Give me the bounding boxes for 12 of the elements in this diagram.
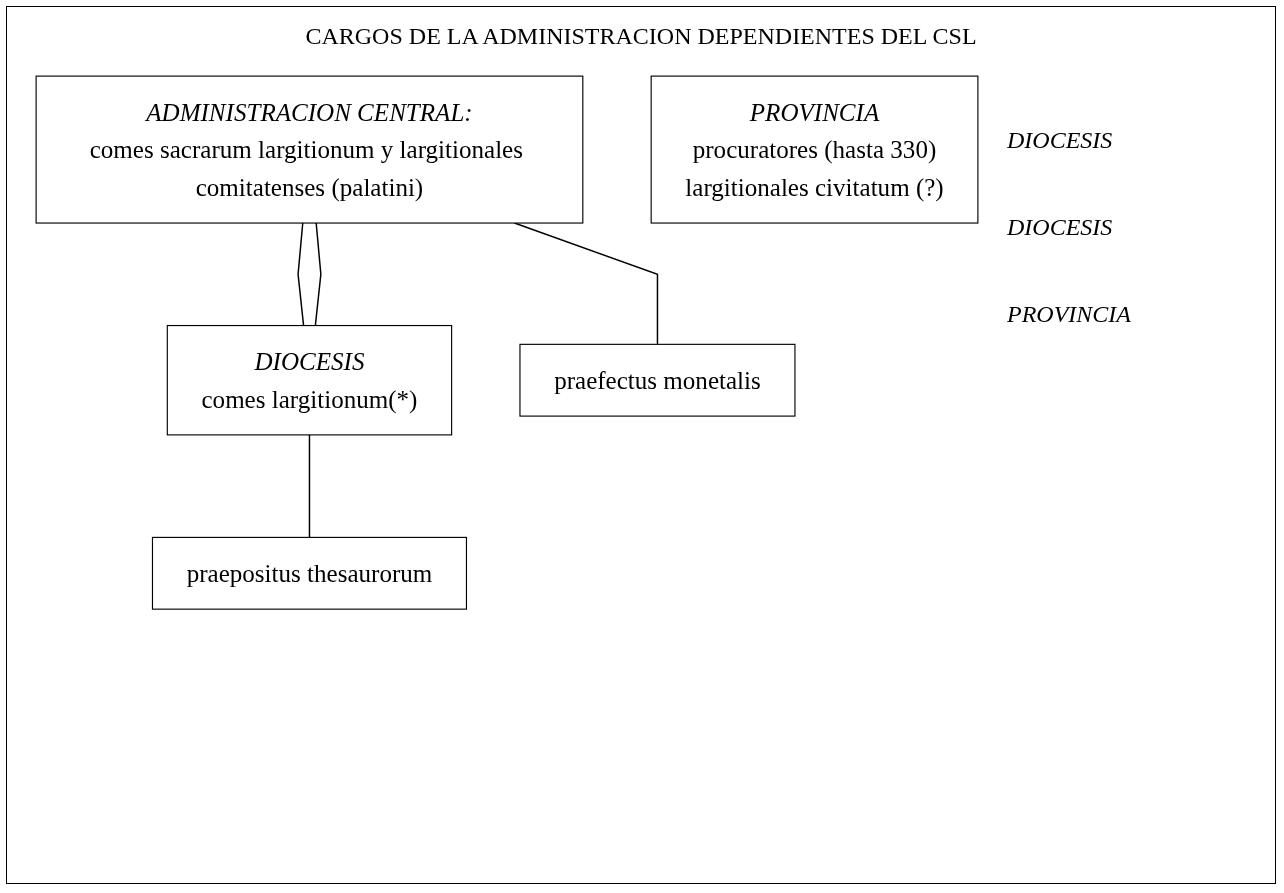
node-box: praepositus thesaurorum bbox=[151, 536, 468, 610]
level-label: DIOCESIS bbox=[1007, 214, 1114, 241]
node-box: ADMINISTRACION CENTRAL: comes sacrarum largitionum y largitionales comitatenses (palatini) bbox=[35, 75, 584, 224]
level-label: DIOCESIS bbox=[1007, 127, 1114, 154]
diagram-title: CARGOS DE LA ADMINISTRACION DEPENDIENTES DEL CSL bbox=[304, 23, 978, 50]
connector bbox=[297, 222, 305, 327]
node-box: PROVINCIA procuratores (hasta 330) largitionales civitatum (?) bbox=[650, 75, 979, 224]
node-box: praefectus monetalis bbox=[519, 343, 796, 417]
connector bbox=[314, 222, 322, 327]
connector bbox=[308, 434, 311, 539]
level-label: PROVINCIA bbox=[1007, 301, 1132, 328]
node-box: DIOCESIS comes largitionum(*) bbox=[166, 325, 453, 436]
